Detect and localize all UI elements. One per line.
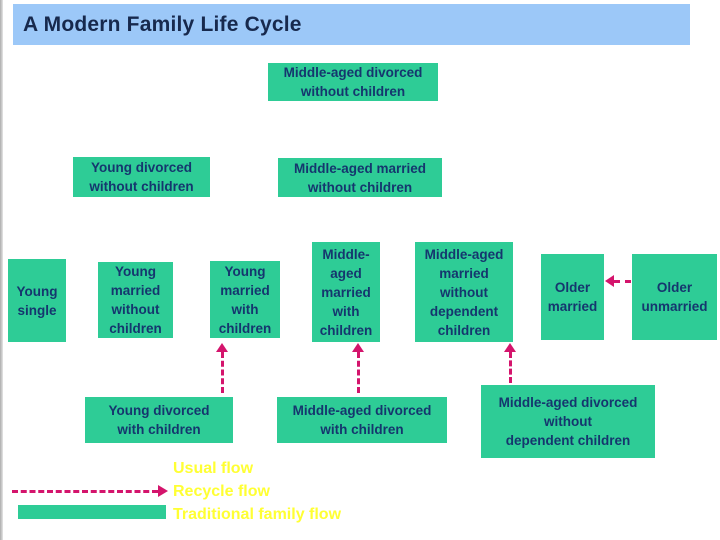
node-young-divorced-with-children: Young divorced with children	[85, 397, 233, 443]
recycle-arrow-ma-divorced-to-ma-married	[352, 343, 364, 393]
node-young-married-with-children: Young married with children	[210, 261, 280, 338]
legend-recycle-flow-label: Recycle flow	[173, 483, 270, 500]
arrow-up-icon	[216, 343, 228, 352]
node-young-single: Young single	[8, 259, 66, 342]
node-older-married: Older married	[541, 254, 604, 340]
arrow-up-icon	[352, 343, 364, 352]
node-young-married-without-children: Young married without children	[98, 262, 173, 338]
node-young-divorced-without-children: Young divorced without children	[73, 157, 210, 197]
node-middle-aged-married-without-dependent-children: Middle-aged married without dependent ch…	[415, 242, 513, 342]
legend-recycle-flow-symbol	[12, 485, 168, 497]
title-bar: A Modern Family Life Cycle	[13, 4, 690, 45]
node-middle-aged-divorced-with-children: Middle-aged divorced with children	[277, 397, 447, 443]
node-middle-aged-divorced-without-children: Middle-aged divorced without children	[268, 63, 438, 101]
recycle-arrow-young-divorced-to-young-married	[216, 343, 228, 393]
arrow-left-icon	[605, 275, 614, 287]
node-older-unmarried: Older unmarried	[632, 254, 717, 340]
node-middle-aged-divorced-without-dependent-children: Middle-aged divorced without dependent c…	[481, 385, 655, 458]
recycle-arrow-ma-divorced-ndc-to-ma-married-ndc	[504, 343, 516, 383]
legend-usual-flow-label: Usual flow	[173, 460, 254, 477]
arrow-up-icon	[504, 343, 516, 352]
slide-left-edge	[0, 0, 3, 540]
node-middle-aged-married-without-children: Middle-aged married without children	[278, 158, 442, 197]
recycle-arrow-older-unmarried-to-older-married	[605, 275, 631, 287]
legend-traditional-flow-symbol	[18, 505, 166, 519]
legend-traditional-flow-label: Traditional family flow	[173, 506, 342, 523]
page-title: A Modern Family Life Cycle	[23, 12, 302, 36]
node-middle-aged-married-with-children: Middle- aged married with children	[312, 242, 380, 342]
arrow-right-icon	[158, 485, 168, 497]
